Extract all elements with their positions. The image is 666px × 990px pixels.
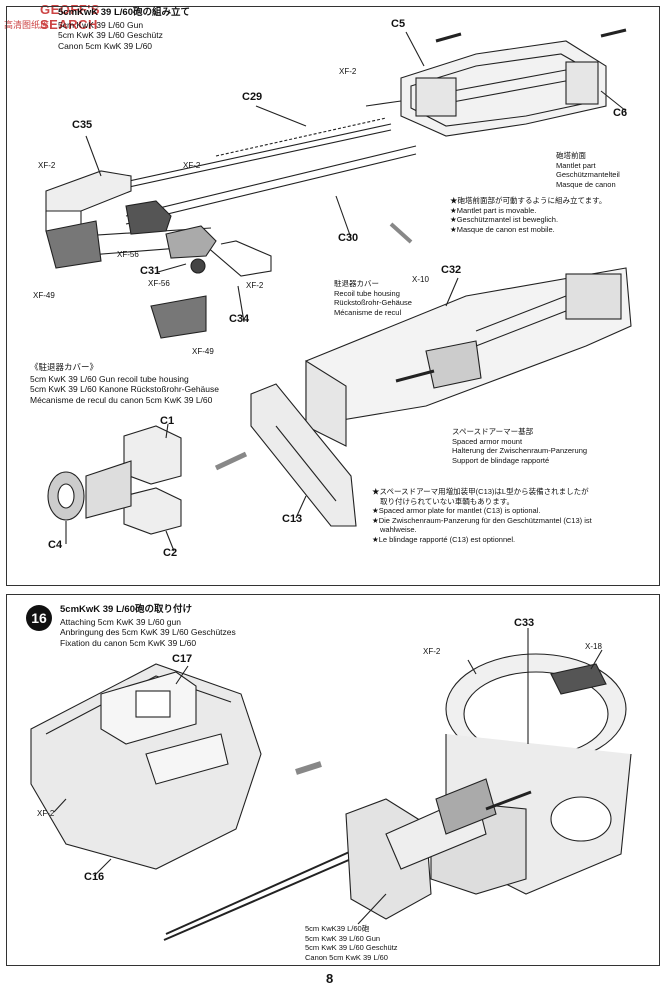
page-number: 8 (326, 971, 334, 986)
label-c13: C13 (282, 513, 303, 525)
optional-fr: ★Le blindage rapporté (C13) est optionne… (372, 534, 516, 544)
step15-title-block: 5cmKwK 39 L/60砲の組み立て 5cm KwK 39 L/60 Gun… (58, 8, 190, 50)
spaced-jp: スペースドアーマー基部 (452, 427, 534, 436)
spaced-en: Spaced armor mount (452, 436, 523, 446)
step16-title-de: Anbringung des 5cm KwK 39 L/60 Geschütze… (60, 627, 236, 637)
step16-title-fr: Fixation du canon 5cm KwK 39 L/60 (60, 637, 197, 648)
recoil-side-en: 5cm KwK 39 L/60 Gun recoil tube housing (30, 373, 189, 384)
optional-note: ★スペースドアーマ用増加装甲(C13)はL型から装備されましたが 取り付けられて… (372, 488, 592, 543)
watermark-sub: 高清图纸库 (4, 20, 50, 30)
step16-title-en: Attaching 5cm KwK 39 L/60 gun (60, 616, 181, 627)
label-xf2-e: XF-2 (423, 647, 441, 656)
mantlet-en: Mantlet part (556, 160, 596, 170)
optional-de2: wahlweise. (380, 525, 417, 534)
label-c4: C4 (48, 539, 63, 551)
watermark-brand: GEOFF'S SEARCH (40, 2, 101, 32)
mantlet-note: 砲塔前面 Mantlet part Geschützmantelteil Mas… (556, 152, 620, 188)
label-xf49-b: XF-49 (192, 347, 214, 356)
label-xf56-b: XF-56 (148, 279, 170, 288)
step15-assembly-drawing (45, 28, 632, 552)
label-c35: C35 (72, 119, 93, 131)
label-c32: C32 (441, 264, 462, 276)
recoil-note: 駐退器カバー Recoil tube housing Rückstoßrohr-… (334, 280, 412, 316)
step16-title-jp: 5cmKwK 39 L/60砲の取り付け (60, 604, 192, 615)
optional-en: ★Spaced armor plate for mantlet (C13) is… (372, 506, 541, 515)
movable-jp: ★砲塔前面部が可動するように組み立てます。 (450, 196, 607, 205)
label-c30: C30 (338, 232, 359, 244)
spaced-fr: Support de blindage rapporté (452, 455, 550, 465)
recoil-de: Rückstoßrohr-Gehäuse (334, 298, 412, 307)
label-c17: C17 (172, 653, 193, 665)
label-c29: C29 (242, 91, 263, 103)
mantlet-jp: 砲塔前面 (556, 151, 586, 160)
label-xf49-a: XF-49 (33, 291, 55, 300)
recoil-side-note: 《駐退器カバー》 5cm KwK 39 L/60 Gun recoil tube… (30, 363, 219, 404)
mantlet-de: Geschützmantelteil (556, 170, 620, 179)
step15-title-de: 5cm KwK 39 L/60 Geschütz (58, 30, 163, 40)
movable-fr: ★Masque de canon est mobile. (450, 224, 555, 234)
gun-label-jp: 5cm KwK39 L/60砲 (305, 924, 370, 933)
label-c1: C1 (160, 415, 175, 427)
spaced-note: スペースドアーマー基部 Spaced armor mount Halterung… (452, 428, 587, 464)
step15-title-jp: 5cmKwK 39 L/60砲の組み立て (58, 7, 190, 18)
label-c5: C5 (391, 18, 406, 30)
label-xf56-a: XF-56 (117, 250, 139, 259)
movable-de: ★Geschützmantel ist beweglich. (450, 215, 559, 224)
label-xf2-c: XF-2 (183, 161, 201, 170)
step16-assembly-drawing (30, 628, 632, 941)
optional-jp2: 取り付けられていない車輌もあります。 (380, 496, 515, 506)
optional-de1: ★Die Zwischenraum-Panzerung für den Gesc… (372, 515, 592, 525)
label-xf2-b: XF-2 (38, 161, 56, 170)
label-c33: C33 (514, 617, 535, 629)
step16-panel (6, 594, 660, 966)
spaced-de: Halterung der Zwischenraum-Panzerung (452, 446, 588, 455)
step15-title-fr: Canon 5cm KwK 39 L/60 (58, 40, 153, 51)
movable-en: ★Mantlet part is movable. (450, 205, 537, 215)
label-x18: X-18 (585, 642, 602, 651)
label-xf2-f: XF-2 (37, 809, 55, 818)
step15-panel (6, 6, 660, 586)
gun-label-en: 5cm KwK 39 L/60 Gun (305, 933, 381, 943)
label-c2: C2 (163, 547, 178, 559)
step15-title-en: 5cm KwK 39 L/60 Gun (58, 19, 144, 30)
step16-title-block: 5cmKwK 39 L/60砲の取り付け Attaching 5cm KwK 3… (60, 605, 236, 647)
gun-label-fr: Canon 5cm KwK 39 L/60 (305, 952, 388, 962)
recoil-side-de: 5cm KwK 39 L/60 Kanone Rückstoßrohr-Gehä… (30, 384, 219, 394)
label-c16: C16 (84, 871, 105, 883)
recoil-side-jp: 《駐退器カバー》 (30, 362, 99, 372)
watermark-logo: GEOFF'S SEARCH 高清图纸库 (0, 0, 160, 40)
optional-jp1: ★スペースドアーマ用増加装甲(C13)はL型から装備されましたが (372, 487, 589, 496)
gun-label-de: 5cm KwK 39 L/60 Geschütz (305, 943, 398, 952)
label-c31: C31 (140, 265, 161, 277)
gun-label-note: 5cm KwK39 L/60砲 5cm KwK 39 L/60 Gun 5cm … (305, 925, 398, 961)
step16-number: 16 (26, 605, 52, 631)
mantlet-fr: Masque de canon (556, 179, 616, 189)
recoil-fr: Mécanisme de recul (334, 307, 402, 317)
label-x10: X-10 (412, 275, 429, 284)
recoil-en: Recoil tube housing (334, 288, 400, 298)
movable-note: ★砲塔前面部が可動するように組み立てます。 ★Mantlet part is m… (450, 197, 606, 233)
recoil-side-fr: Mécanisme de recul du canon 5cm KwK 39 L… (30, 394, 213, 405)
recoil-jp: 駐退器カバー (334, 279, 379, 288)
label-xf2-a: XF-2 (339, 67, 357, 76)
label-c34: C34 (229, 313, 250, 325)
label-c6: C6 (613, 107, 628, 119)
label-xf2-d: XF-2 (246, 281, 264, 290)
